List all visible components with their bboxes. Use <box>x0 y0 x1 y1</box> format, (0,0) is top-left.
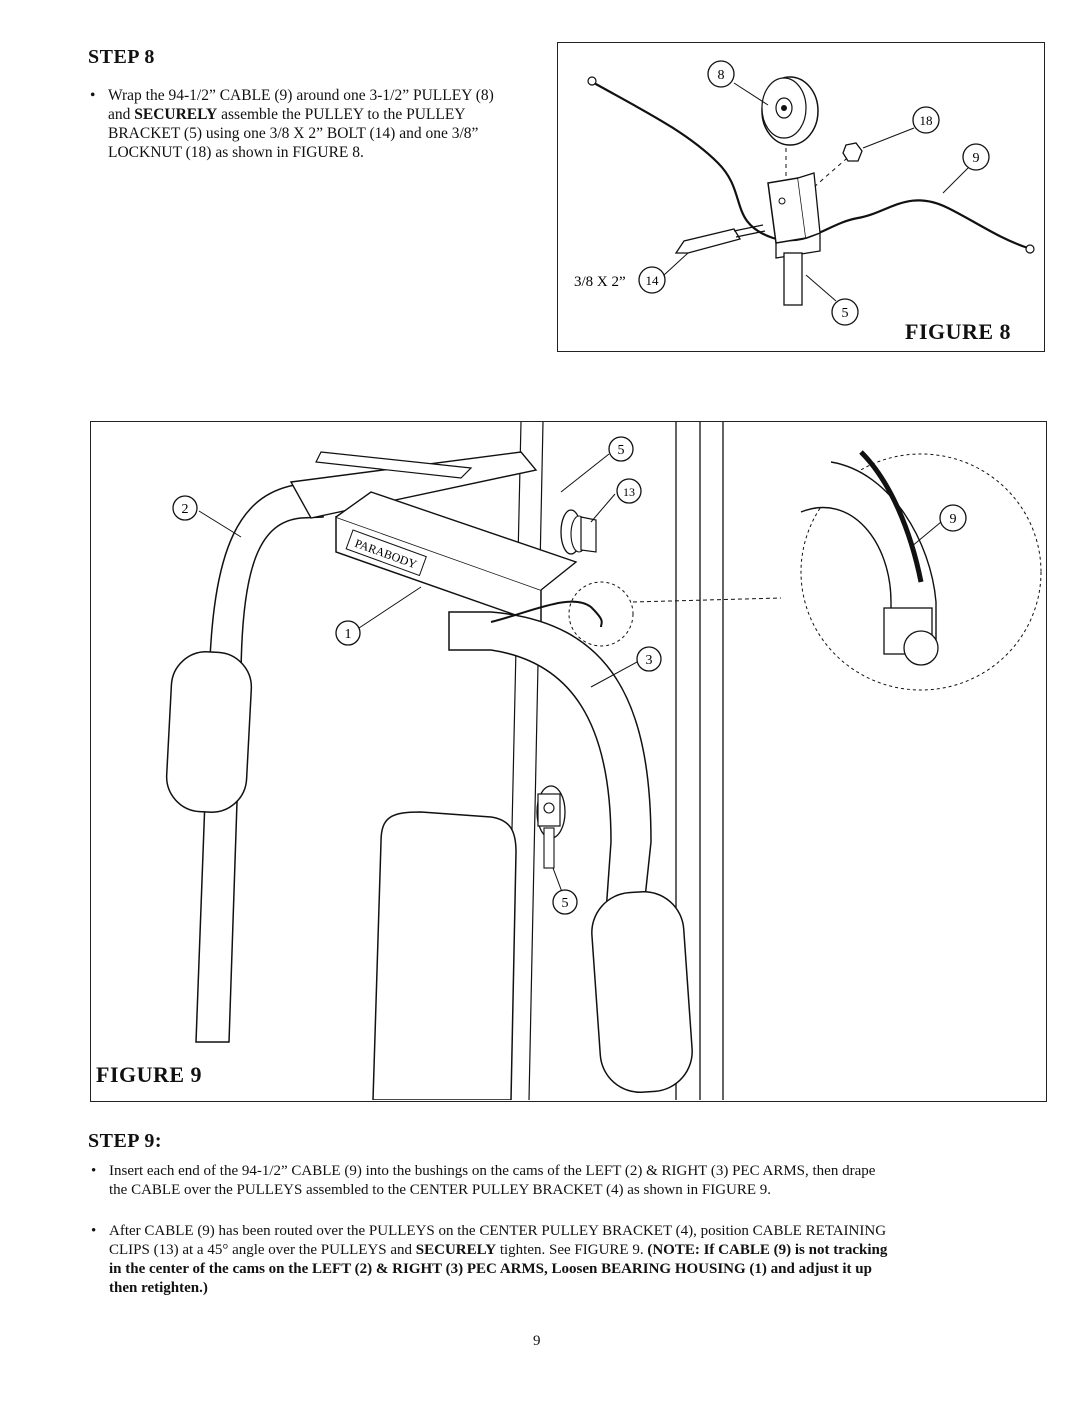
emphasis: then retighten.) <box>109 1280 208 1296</box>
callout-label: 13 <box>623 485 635 499</box>
callout-label: 8 <box>718 68 725 83</box>
step9-b1-line-1: Insert each end of the 94-1/2” CABLE (9)… <box>109 1163 876 1179</box>
figure-9-label: FIGURE 9 <box>94 1062 211 1088</box>
text-fragment: and <box>108 106 135 123</box>
callout-9: 9 <box>962 143 990 171</box>
text-fragment: CLIPS (13) at a 45° angle over the PULLE… <box>109 1242 416 1258</box>
text-fragment: assemble the PULLEY to the PULLEY <box>217 106 466 123</box>
figure-8-label: FIGURE 8 <box>905 319 1012 344</box>
figure-9-illustration: PARABODY <box>165 421 1042 1101</box>
step9-b2-line-4: then retighten.) <box>109 1279 1054 1298</box>
bullet-dot: • <box>90 87 96 104</box>
callout-3: 3 <box>636 646 662 672</box>
emphasis: SECURELY <box>415 1242 497 1258</box>
step8-line-2: and SECURELY assemble the PULLEY to the … <box>108 105 558 124</box>
bullet-dot: • <box>91 1223 97 1239</box>
callout-label: 3 <box>646 653 653 668</box>
callout-label: 1 <box>345 627 352 642</box>
callout-label: 5 <box>842 306 849 321</box>
figure-8-box: 8 18 9 14 5 3/8 X 2” FIGURE 8 <box>557 42 1045 352</box>
callout-18: 18 <box>912 106 940 134</box>
emphasis: (NOTE: If CABLE (9) is not tracking <box>647 1242 888 1258</box>
step9-b2-line-1: After CABLE (9) has been routed over the… <box>109 1223 887 1239</box>
callout-5-bottom: 5 <box>552 889 578 915</box>
bolt-size-label: 3/8 X 2” <box>574 274 626 290</box>
callout-label: 9 <box>950 512 957 527</box>
callout-label: 9 <box>973 151 980 166</box>
step9-bullet-1: • Insert each end of the 94-1/2” CABLE (… <box>91 1162 1049 1200</box>
callout-label: 5 <box>618 443 625 458</box>
callout-label: 18 <box>920 113 933 128</box>
emphasis: SECURELY <box>134 106 218 123</box>
figure-9-box: PARABODY <box>90 421 1047 1102</box>
figure-8-illustration: 8 18 9 14 5 3/8 X 2” <box>574 60 1035 326</box>
step8-instructions: • Wrap the 94-1/2” CABLE (9) around one … <box>90 86 558 162</box>
step9-bullet-2: • After CABLE (9) has been routed over t… <box>91 1222 1054 1298</box>
callout-label: 2 <box>182 502 189 517</box>
callout-5-top: 5 <box>608 436 634 462</box>
page-number: 9 <box>533 1333 541 1349</box>
bullet-dot: • <box>91 1163 97 1179</box>
callout-label: 14 <box>646 273 660 288</box>
step9-heading: STEP 9: <box>88 1130 163 1152</box>
step8-line-3: BRACKET (5) using one 3/8 X 2” BOLT (14)… <box>108 125 479 142</box>
callout-14: 14 <box>638 266 666 294</box>
callout-5: 5 <box>831 298 859 326</box>
step9-b2-line-3: in the center of the cams on the LEFT (2… <box>109 1260 1054 1279</box>
callout-1: 1 <box>335 620 361 646</box>
callout-label: 5 <box>562 896 569 911</box>
callout-13: 13 <box>616 478 642 504</box>
callout-2: 2 <box>172 495 198 521</box>
step9-b1-line-2: the CABLE over the PULLEYS assembled to … <box>109 1182 772 1198</box>
step9-b2-line-2: CLIPS (13) at a 45° angle over the PULLE… <box>109 1241 1054 1260</box>
step8-line-1: Wrap the 94-1/2” CABLE (9) around one 3-… <box>108 87 494 104</box>
callout-9: 9 <box>939 504 967 532</box>
emphasis: in the center of the cams on the LEFT (2… <box>109 1261 872 1277</box>
step8-line-4: LOCKNUT (18) as shown in FIGURE 8. <box>108 144 364 161</box>
text-fragment: tighten. See FIGURE 9. <box>496 1242 648 1258</box>
step8-heading: STEP 8 <box>88 46 155 68</box>
callout-8: 8 <box>707 60 735 88</box>
